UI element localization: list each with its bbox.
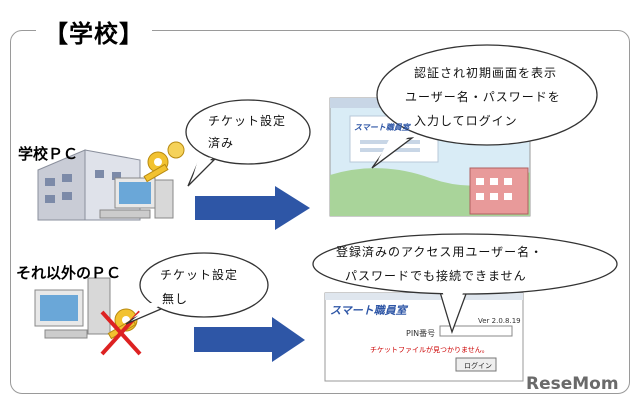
ticket-bubble-none xyxy=(125,252,269,325)
app-logo: スマート職員室 xyxy=(354,123,410,132)
other-pc-label: それ以外のＰＣ xyxy=(16,264,122,282)
result-success-line3: 入力してログイン xyxy=(414,114,518,128)
ticket-set-text-line2: 済み xyxy=(208,136,235,150)
login-screen-thumbnail xyxy=(324,292,524,382)
ticket-none-text-line2: 無し xyxy=(162,292,189,306)
other-pc-illustration xyxy=(34,277,111,339)
result-success-line2: ユーザー名・パスワードを xyxy=(405,90,561,104)
pin-label: PIN番号 xyxy=(406,329,436,338)
key-icon-granted xyxy=(143,141,185,183)
result-fail-line1: 登録済みのアクセス用ユーザー名・ xyxy=(336,245,544,259)
resemom-watermark: ReseMom xyxy=(526,374,619,394)
login-logo: スマート職員室 xyxy=(330,304,407,317)
arrow-right-1 xyxy=(195,186,310,230)
login-version: Ver 2.0.8.19 xyxy=(478,317,521,325)
login-button[interactable]: ログイン xyxy=(464,362,492,370)
school-pc-label: 学校ＰＣ xyxy=(18,145,79,163)
ticket-error-message: チケットファイルが見つかりません。 xyxy=(370,346,489,354)
result-bubble-fail xyxy=(312,233,618,335)
result-fail-line2: パスワードでも接続できません xyxy=(345,269,527,283)
key-icon-denied xyxy=(100,308,142,356)
school-pc-illustration xyxy=(99,177,174,219)
ticket-set-text-line1: チケット設定 xyxy=(208,114,287,128)
section-title: 【学校】 xyxy=(36,14,152,49)
result-success-line1: 認証され初期画面を表示 xyxy=(414,66,558,80)
ticket-none-text-line1: チケット設定 xyxy=(160,268,239,282)
ticket-bubble-set xyxy=(185,99,311,187)
result-bubble-success xyxy=(371,44,598,169)
arrow-right-2 xyxy=(194,317,305,362)
